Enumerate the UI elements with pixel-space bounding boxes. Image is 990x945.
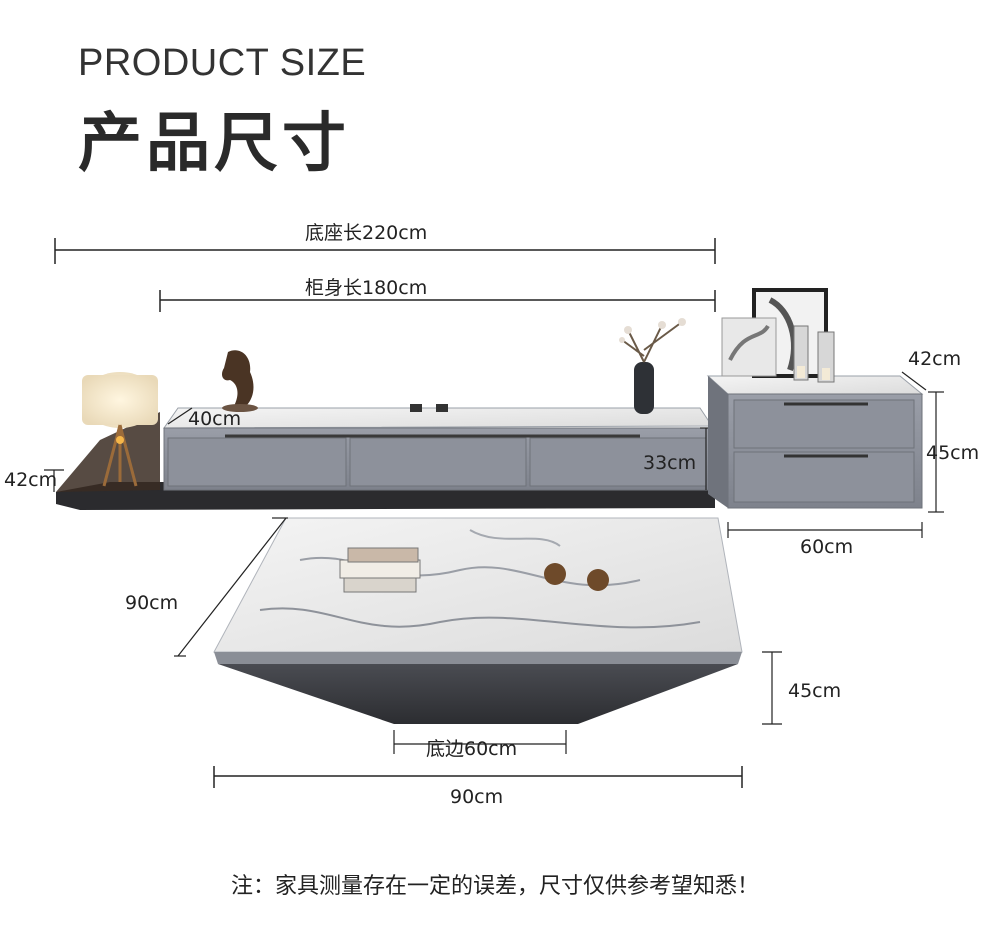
picture-frame-icon [721, 288, 835, 383]
lamp-icon [82, 372, 158, 487]
pinecone-icon [544, 563, 609, 591]
title-chinese: 产品尺寸 [78, 107, 350, 181]
table-height-marker [762, 651, 782, 725]
coffee-table [213, 517, 743, 724]
horse-sculpture-icon [222, 350, 258, 412]
body-length-label: 柜身长180cm [305, 277, 428, 299]
tv-depth-label: 40cm [188, 408, 242, 430]
side-width-label: 60cm [800, 536, 854, 558]
table-width-marker [213, 766, 743, 788]
side-depth-label: 42cm [908, 348, 962, 370]
side-width-marker [727, 522, 923, 538]
side-height-marker [928, 391, 944, 513]
base-length-label: 底座长220cm [305, 222, 428, 244]
body-length-line [159, 290, 716, 312]
title-english: PRODUCT SIZE [78, 42, 367, 84]
disclaimer-note: 注：家具测量存在一定的误差，尺寸仅供参考望知悉！ [230, 874, 759, 899]
side-cabinet [706, 375, 924, 509]
base-depth-marker [44, 469, 64, 492]
vase-icon [619, 318, 686, 414]
table-base-label: 底边60cm [426, 738, 518, 760]
table-base-marker [393, 730, 567, 754]
table-depth-marker [174, 517, 288, 657]
table-height-label: 45cm [788, 680, 842, 702]
books-icon [339, 547, 421, 593]
tv-height-label: 33cm [643, 452, 697, 474]
side-depth-marker [901, 371, 927, 391]
table-depth-label: 90cm [125, 592, 179, 614]
table-width-label: 90cm [450, 786, 504, 808]
tv-depth-marker [167, 407, 193, 425]
candle-icon [410, 404, 448, 412]
base-depth-label: 42cm [4, 469, 58, 491]
side-height-label: 45cm [926, 442, 980, 464]
base-length-line [54, 238, 716, 264]
